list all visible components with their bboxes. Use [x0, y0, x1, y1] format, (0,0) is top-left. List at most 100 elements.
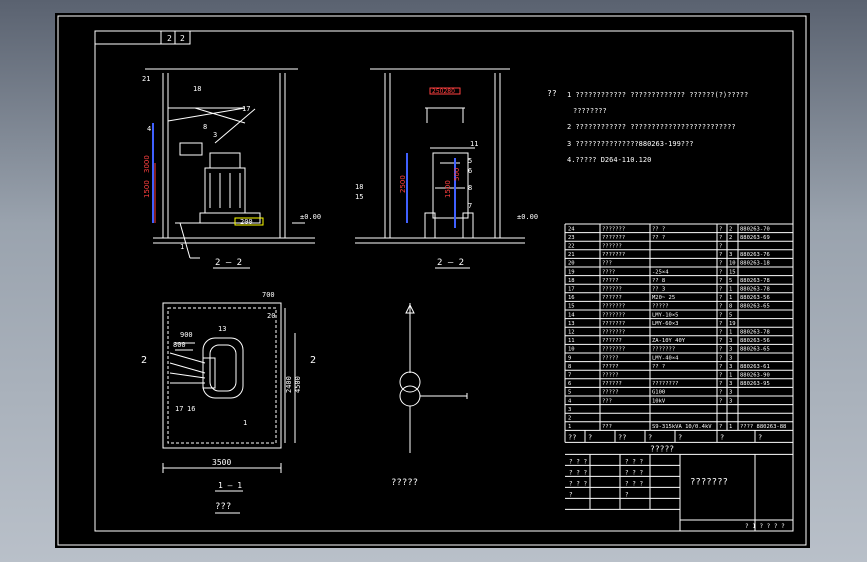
- parts-row-7-col-4: 1: [729, 287, 732, 293]
- parts-row-7-col-0: 17: [568, 287, 575, 293]
- parts-row-23-col-5: ???? 880263-88: [740, 424, 786, 430]
- parts-row-1-col-5: 880263-69: [740, 235, 770, 241]
- plan-tag-4: 16: [187, 405, 195, 413]
- parts-row-14-col-1: ???????: [602, 347, 625, 353]
- parts-row-16-col-1: ?????: [602, 364, 619, 370]
- parts-row-4-col-0: 20: [568, 261, 575, 267]
- parts-row-17-col-0: 7: [568, 373, 571, 379]
- parts-row-6-col-0: 18: [568, 278, 575, 284]
- parts-row-23-col-2: S9-315kVA 10/0.4kV: [652, 424, 712, 430]
- left-tag-1: 21: [142, 75, 150, 83]
- parts-row-12-col-3: ?: [719, 330, 722, 336]
- parts-row-20-col-2: 10kV: [652, 398, 666, 404]
- left-dim-200: 200: [240, 218, 253, 226]
- parts-row-11-col-4: 19: [729, 321, 736, 327]
- parts-row-7-col-3: ?: [719, 287, 722, 293]
- right-tag-5: 7: [468, 202, 472, 210]
- parts-row-6-col-2: ?? 8: [652, 278, 665, 284]
- parts-row-18-col-0: 6: [568, 381, 571, 387]
- parts-row-3-col-3: ?: [719, 252, 722, 258]
- stamp-cell-2: ? ? ?: [569, 469, 587, 476]
- parts-row-0-col-3: ?: [719, 226, 722, 232]
- right-section-label: 2 — 2: [437, 258, 464, 268]
- notes: ?? 1 ???????????? ????????????? ??????(?…: [547, 89, 748, 164]
- left-tag-3: 8: [203, 123, 207, 131]
- notes-label: ??: [547, 89, 557, 98]
- plan-tag-3: 17: [175, 405, 183, 413]
- notes-line3: 3 ???????????????880263-199???: [567, 140, 693, 148]
- left-dim-3000: 3000: [143, 155, 151, 173]
- parts-row-18-col-3: ?: [719, 381, 722, 387]
- parts-row-8-col-4: 1: [729, 295, 732, 301]
- parts-row-9-col-3: ?: [719, 304, 722, 310]
- parts-row-8-col-1: ??????: [602, 295, 622, 301]
- parts-row-4-col-1: ???: [602, 261, 612, 267]
- parts-row-12-col-1: ???????: [602, 330, 625, 336]
- parts-header-1: ?: [588, 433, 592, 441]
- parts-row-20-col-4: 3: [729, 398, 732, 404]
- parts-row-15-col-3: ?: [719, 355, 722, 361]
- parts-header-0: ??: [568, 433, 576, 441]
- parts-row-3-col-1: ???????: [602, 252, 625, 258]
- parts-row-0-col-5: 880263-70: [740, 226, 770, 232]
- parts-row-5-col-1: ????: [602, 269, 615, 275]
- plan-dim-2400: 2400: [285, 376, 293, 393]
- parts-row-1-col-3: ?: [719, 235, 722, 241]
- parts-row-9-col-0: 15: [568, 304, 575, 310]
- stamp-cell-4: ? ? ?: [569, 480, 587, 487]
- parts-row-8-col-3: ?: [719, 295, 722, 301]
- parts-row-4-col-5: 880263-18: [740, 261, 770, 267]
- parts-row-19-col-0: 5: [568, 390, 571, 396]
- parts-row-10-col-4: 5: [729, 312, 732, 318]
- parts-row-17-col-4: 1: [729, 373, 732, 379]
- parts-row-3-col-5: 880263-76: [740, 252, 770, 258]
- parts-row-3-col-0: 21: [568, 252, 575, 258]
- parts-row-3-col-4: 3: [729, 252, 732, 258]
- parts-row-11-col-3: ?: [719, 321, 722, 327]
- parts-row-4-col-4: 10: [729, 261, 736, 267]
- parts-row-18-col-2: ????????: [652, 381, 679, 387]
- parts-row-23-col-0: 1: [568, 424, 571, 430]
- parts-row-13-col-4: 3: [729, 338, 732, 344]
- right-level: ±0.00: [517, 213, 538, 221]
- left-tag-7: 1: [180, 243, 184, 251]
- left-tag-6: 3: [213, 131, 217, 139]
- stamp-cell-6: ?: [569, 491, 573, 498]
- notes-line1: 1 ???????????? ????????????? ??????(?)??…: [567, 91, 748, 99]
- right-dim-1500: 1500: [444, 180, 452, 198]
- parts-row-13-col-2: ZA-10Y 40Y: [652, 338, 686, 344]
- parts-row-14-col-3: ?: [719, 347, 722, 353]
- plan-caption: ???: [215, 502, 231, 512]
- parts-row-7-col-2: ?? 3: [652, 287, 665, 293]
- plan-tag-5: 1: [243, 419, 247, 427]
- parts-row-18-col-1: ??????: [602, 381, 622, 387]
- parts-row-20-col-3: ?: [719, 398, 722, 404]
- parts-row-9-col-1: ???????: [602, 304, 625, 310]
- parts-row-15-col-1: ?????: [602, 355, 619, 361]
- right-tag-7: 15: [355, 193, 363, 201]
- parts-row-15-col-2: LMY-40×4: [652, 355, 679, 361]
- parts-row-23-col-1: ???: [602, 424, 612, 430]
- right-dim-500: 500: [453, 168, 461, 181]
- parts-header-5: ?: [720, 433, 724, 441]
- parts-header-2: ??: [618, 433, 626, 441]
- parts-row-7-col-5: 880263-78: [740, 287, 770, 293]
- notes-line1b: ????????: [573, 107, 607, 115]
- parts-row-14-col-2: ???????: [652, 347, 675, 353]
- parts-row-20-col-1: ???: [602, 398, 612, 404]
- sheet-title: ???????: [690, 477, 728, 487]
- parts-row-6-col-4: 5: [729, 278, 732, 284]
- notes-line4: 4.????? D264-110.120: [567, 156, 651, 164]
- parts-row-13-col-0: 11: [568, 338, 575, 344]
- symbol-caption: ?????: [391, 478, 418, 488]
- plan-dim-900: 900: [180, 331, 193, 339]
- plan-dim-800: 800: [173, 341, 186, 349]
- parts-row-12-col-4: 1: [729, 330, 732, 336]
- parts-header-4: ?: [678, 433, 682, 441]
- parts-row-6-col-3: ?: [719, 278, 722, 284]
- cad-viewport[interactable]: 2 2 3000 1500 200 ±0.00 21 4 8: [55, 13, 810, 548]
- parts-row-15-col-4: 3: [729, 355, 732, 361]
- plan-side-mark-right: 2: [310, 355, 316, 366]
- cad-drawing: 2 2 3000 1500 200 ±0.00 21 4 8: [57, 15, 807, 546]
